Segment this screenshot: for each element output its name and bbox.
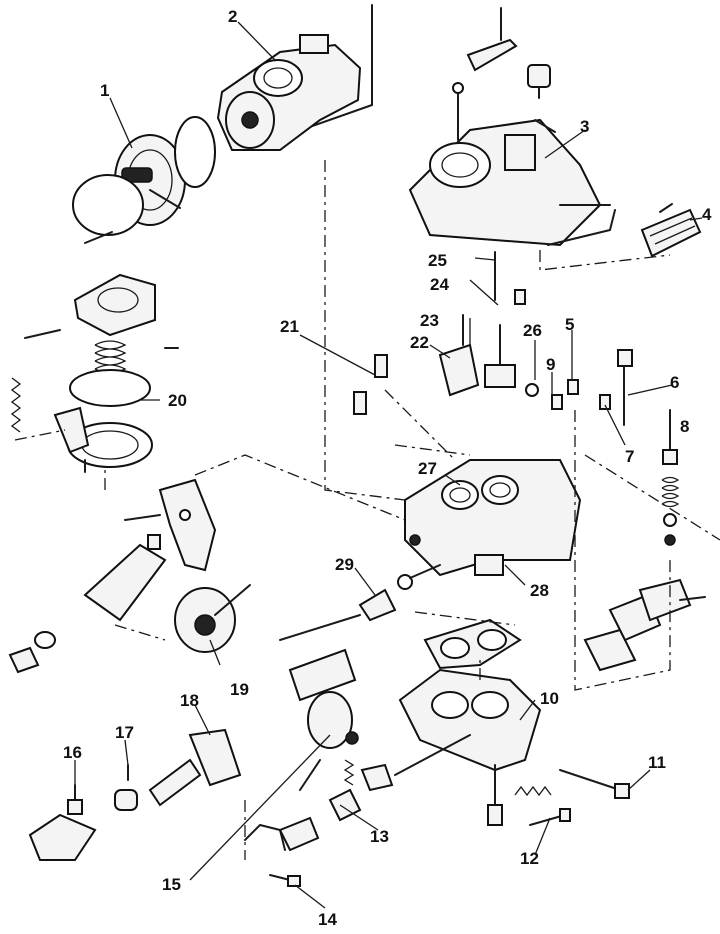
callout-24: 24: [430, 275, 449, 294]
callout-28: 28: [530, 581, 549, 600]
callout-10: 10: [540, 689, 559, 708]
callout-25: 25: [428, 251, 447, 270]
callout-13: 13: [370, 827, 389, 846]
assembly-guide-lines: [14, 160, 720, 860]
part-1-vacuum-cover: [72, 116, 216, 244]
callout-18: 18: [180, 691, 199, 710]
callout-26: 26: [523, 321, 542, 340]
callout-14: 14: [318, 910, 337, 929]
part-18-bracket: [148, 728, 242, 807]
callout-17: 17: [115, 723, 134, 742]
callout-16: 16: [63, 743, 82, 762]
callout-8: 8: [680, 417, 689, 436]
callout-3: 3: [580, 117, 589, 136]
part-3-upper-body: [408, 82, 616, 247]
callout-27: 27: [418, 459, 437, 478]
callout-9: 9: [546, 355, 555, 374]
callout-7: 7: [625, 447, 634, 466]
callout-21: 21: [280, 317, 299, 336]
callout-11: 11: [648, 753, 666, 772]
part-right-gaskets: [583, 578, 706, 672]
top-plug: [527, 64, 551, 99]
callout-12: 12: [520, 849, 539, 868]
callout-20: 20: [168, 391, 187, 410]
callout-2: 2: [228, 7, 237, 26]
left-linkage: [8, 478, 217, 674]
callout-4: 4: [702, 205, 712, 224]
callout-19: 19: [230, 680, 249, 699]
part-8-valve-stack: [661, 409, 680, 546]
part-20-pump-assembly: [10, 273, 179, 473]
callout-6: 6: [670, 373, 679, 392]
part-15-pump-cover: [244, 648, 359, 851]
callout-23: 23: [420, 311, 439, 330]
part-11-12-screws: [514, 769, 630, 826]
part-29-fitting: [279, 564, 441, 641]
callout-1: 1: [100, 81, 109, 100]
part-4-fuel-part: [640, 203, 702, 258]
part-27-28-main-body: [404, 459, 582, 577]
top-lever: [466, 7, 518, 72]
part-gaskets-middle: [423, 618, 522, 670]
callout-5: 5: [565, 315, 574, 334]
part-2-carb-top-inset: [216, 34, 362, 151]
callout-labels: 1 2 3 4 5 6 7 8 9 10 11 12 13 14 15 16 1…: [63, 7, 712, 929]
leader-lines: [74, 21, 703, 909]
callout-22: 22: [410, 333, 429, 352]
callout-29: 29: [335, 555, 354, 574]
part-19-diaphragm: [174, 584, 251, 653]
callout-15: 15: [162, 875, 181, 894]
part-16-17-small: [28, 764, 138, 861]
parts-small-upper: [353, 251, 633, 426]
part-10-base: [394, 668, 542, 826]
